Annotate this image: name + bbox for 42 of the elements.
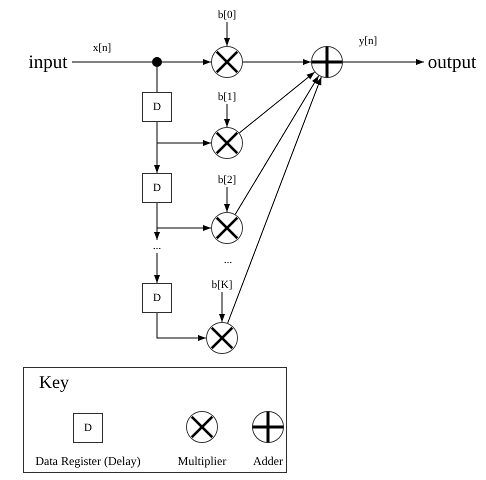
arrow [234, 75, 320, 215]
output-label: output [424, 50, 480, 74]
delay-register-box: D [142, 283, 172, 313]
key-panel [23, 367, 287, 473]
arrow [224, 22, 230, 46]
arrow [224, 186, 230, 212]
coefficient-label: b[K] [209, 278, 235, 292]
arrow [238, 72, 316, 134]
ellipsis: ... [149, 240, 165, 253]
delay-register-box: D [142, 92, 172, 122]
coefficient-label: b[1] [214, 90, 240, 104]
arrow [162, 59, 212, 65]
adder-symbol [252, 411, 284, 443]
input-label: input [24, 50, 72, 74]
arrow [154, 122, 160, 174]
edge-label: y[n] [358, 35, 378, 48]
arrow [154, 252, 160, 284]
coefficient-label: b[2] [214, 173, 240, 187]
ellipsis: ... [224, 254, 232, 267]
arrow [242, 59, 312, 65]
edge-label: x[n] [92, 42, 112, 55]
multiplier-symbol [211, 46, 243, 78]
key-title: Key [39, 371, 69, 393]
arrow [154, 202, 160, 240]
symbol-caption: Adder [253, 454, 283, 468]
adder-symbol [311, 46, 343, 78]
delay-register-box: D [73, 413, 103, 443]
multiplier-symbol [186, 411, 218, 443]
arrow [342, 59, 424, 65]
junction-dot [152, 57, 162, 67]
arrow [224, 104, 230, 128]
symbol-caption: Data Register (Delay) [35, 454, 141, 468]
connector-line [156, 66, 158, 92]
arrow [227, 76, 322, 324]
delay-register-box: D [142, 173, 172, 203]
multiplier-symbol [206, 322, 238, 354]
multiplier-symbol [211, 127, 243, 159]
coefficient-label: b[0] [214, 8, 240, 22]
multiplier-symbol [211, 212, 243, 244]
symbol-caption: Multiplier [178, 454, 226, 468]
arrow [156, 312, 206, 341]
arrow [219, 292, 225, 322]
